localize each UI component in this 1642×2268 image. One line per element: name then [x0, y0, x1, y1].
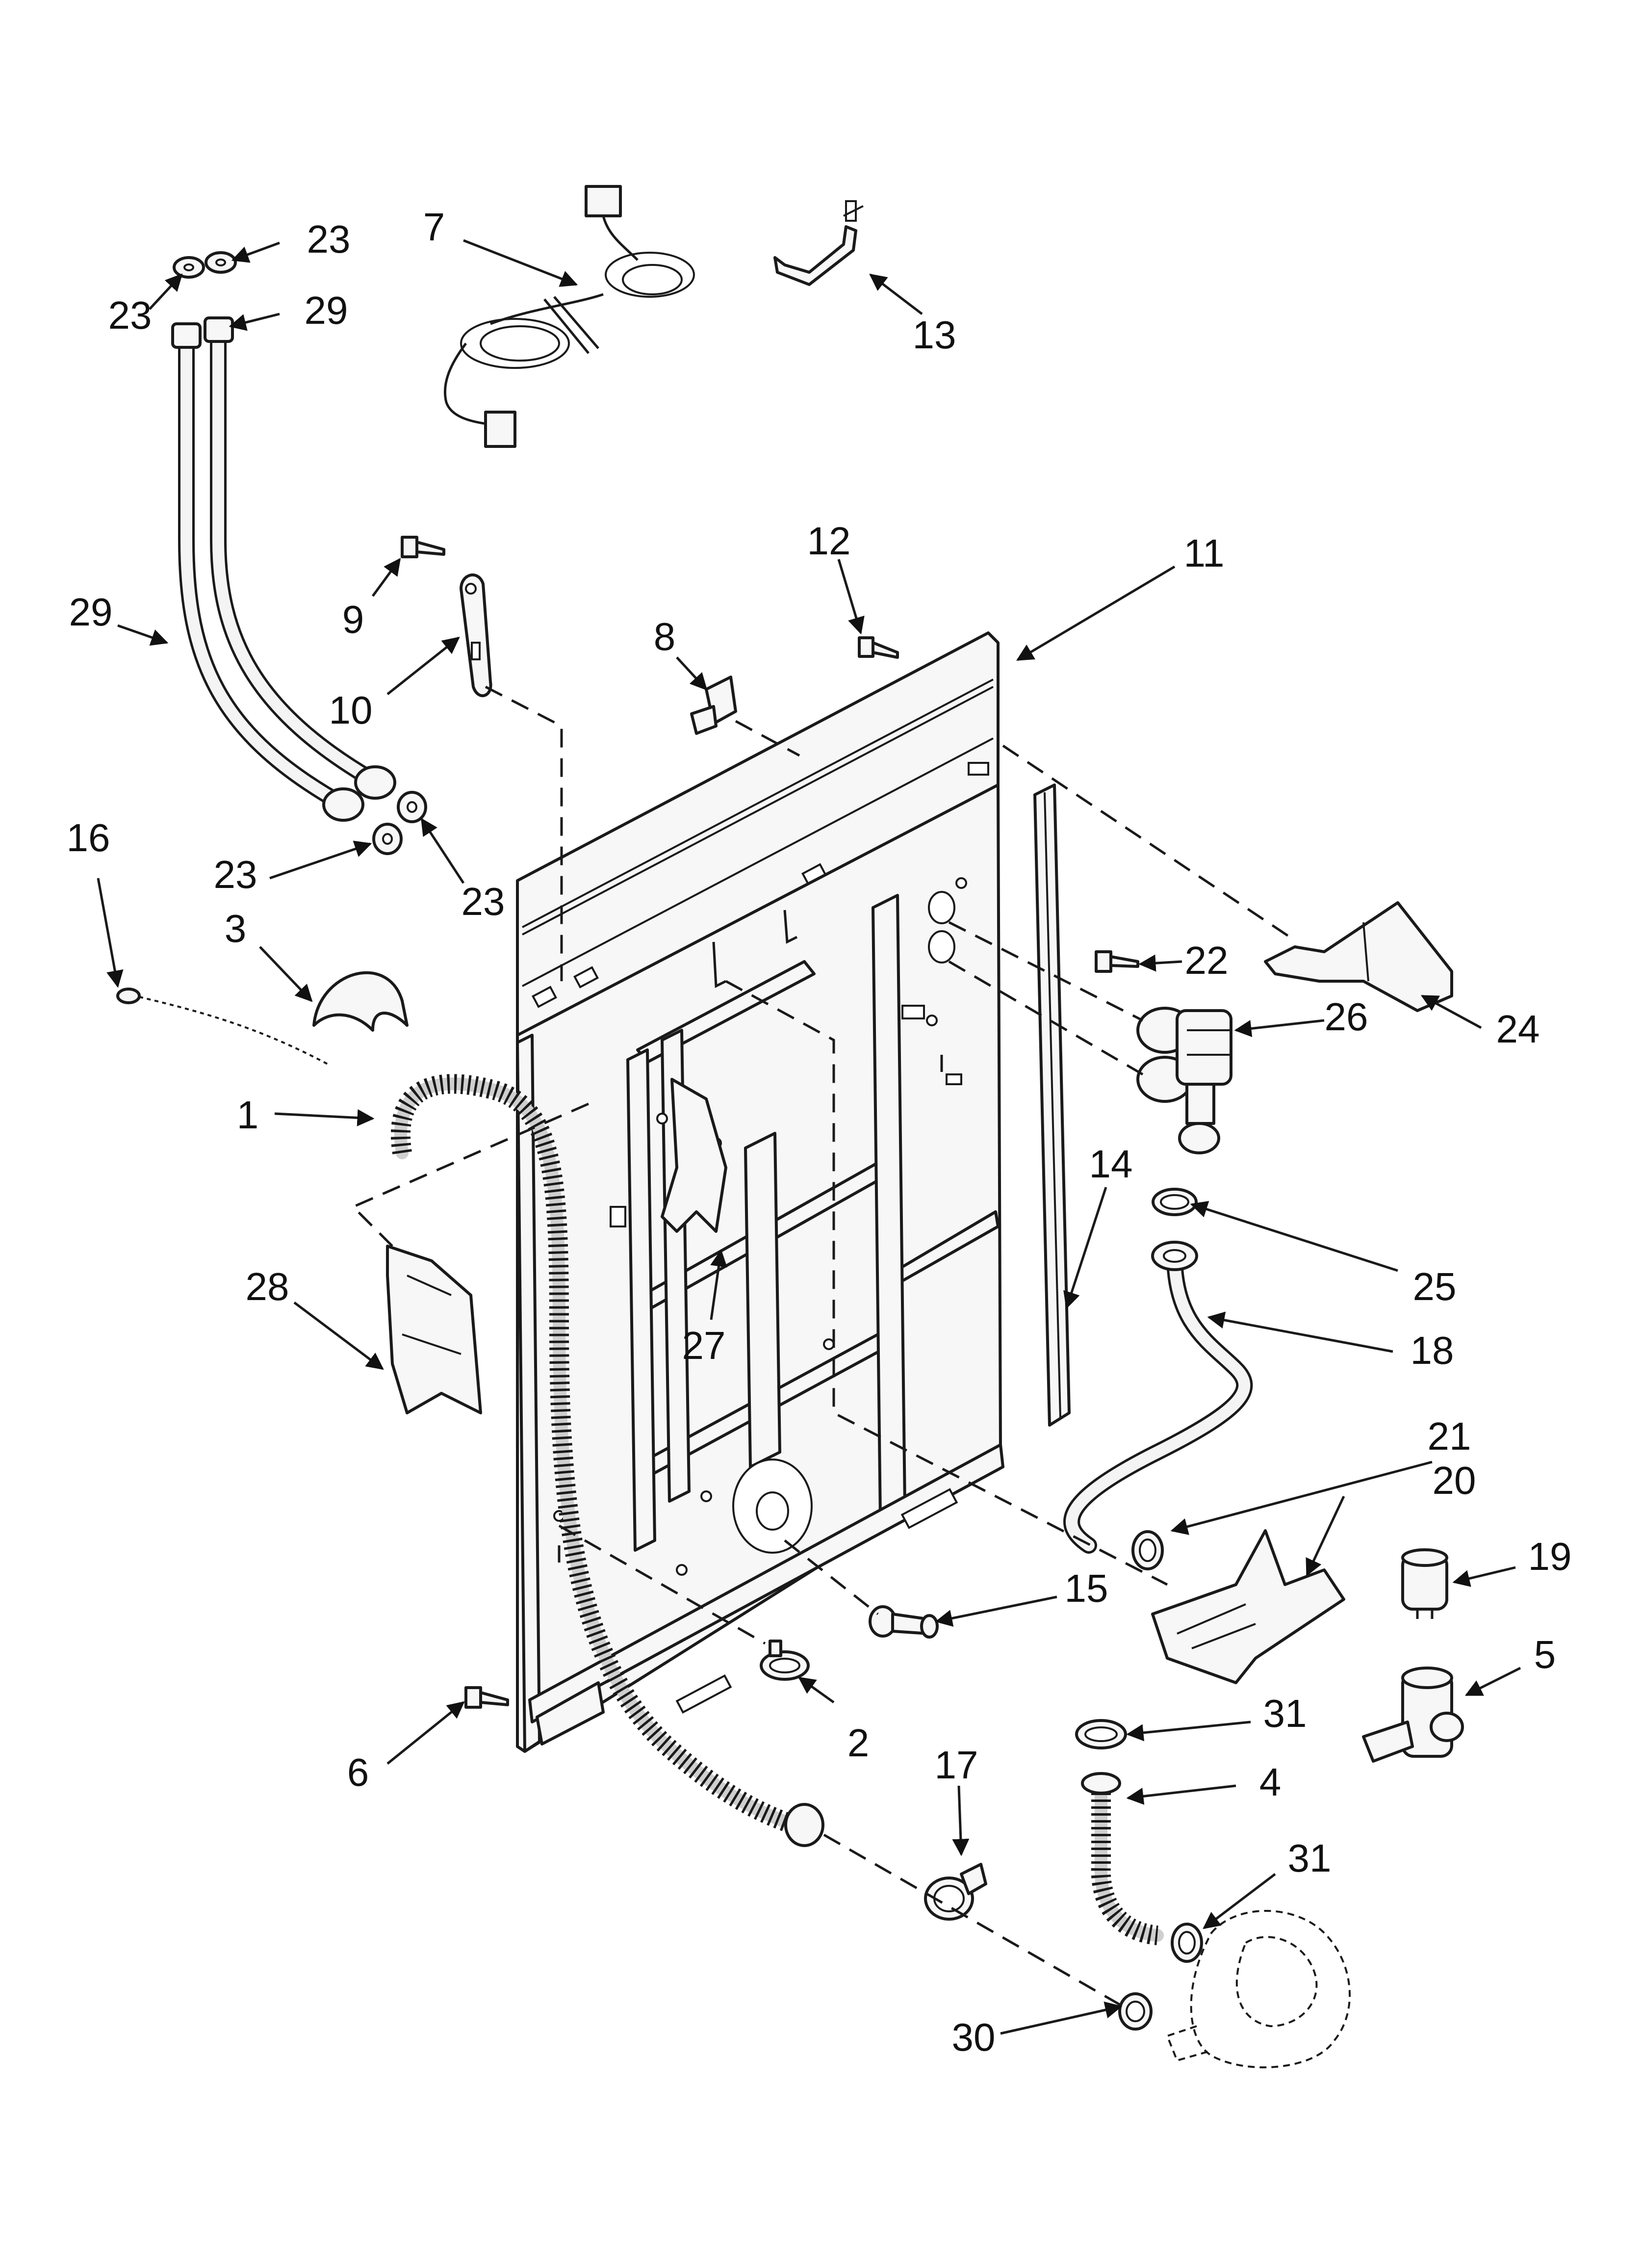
label-30: 30	[952, 2015, 996, 2059]
label-9: 9	[342, 598, 364, 641]
part-7-power-cord	[443, 185, 695, 448]
part-5-drain-pump	[1362, 1667, 1464, 1763]
label-7: 7	[423, 205, 445, 249]
part-25-clamp	[1152, 1188, 1198, 1216]
label-11: 11	[1183, 531, 1224, 575]
part-14-side-strip	[1033, 783, 1071, 1427]
callout-arrows	[97, 239, 1521, 2035]
part-26-water-valve	[1136, 1007, 1232, 1154]
label-28: 28	[246, 1265, 289, 1308]
part-18-fill-hose	[1063, 1241, 1253, 1554]
label-23-mid-right: 23	[462, 880, 505, 923]
label-31-upper: 31	[1263, 1692, 1307, 1735]
assembly-guide-lines	[351, 685, 1291, 2008]
part-9-screw	[401, 536, 445, 558]
part-22-screw	[1095, 950, 1139, 973]
pump-reference-outline	[1166, 1910, 1351, 2068]
callout-labels: 1 2 3 4 5 6 7 8 9 10 11 12 13 14 15 16 1…	[67, 205, 1572, 2059]
label-23-mid-left: 23	[214, 853, 257, 896]
part-10-strap	[460, 573, 492, 698]
label-14: 14	[1089, 1142, 1133, 1186]
label-16: 16	[67, 816, 110, 860]
label-20: 20	[1433, 1459, 1476, 1502]
label-29-top: 29	[305, 288, 348, 332]
part-6-screw	[464, 1686, 509, 1709]
label-3: 3	[225, 907, 247, 950]
label-25: 25	[1413, 1265, 1457, 1308]
part-12-screw	[858, 636, 899, 659]
part-24-bracket	[1264, 901, 1453, 1012]
part-2-clamp	[760, 1640, 810, 1681]
part-23-washers	[173, 251, 427, 855]
label-10: 10	[329, 688, 373, 732]
part-30-clamp	[1118, 1992, 1153, 2031]
label-2: 2	[847, 1721, 870, 1765]
label-8: 8	[654, 615, 676, 658]
label-18: 18	[1411, 1329, 1454, 1372]
label-31-lower: 31	[1288, 1836, 1332, 1880]
label-21: 21	[1428, 1414, 1471, 1458]
label-19: 19	[1528, 1535, 1572, 1578]
part-20-housing	[1151, 1529, 1345, 1684]
label-23-top-left: 23	[108, 293, 152, 337]
part-29-inlet-hoses	[171, 316, 396, 822]
part-13-bracket	[773, 200, 864, 286]
rear-panel	[516, 631, 1004, 1753]
part-27-bracket	[661, 1078, 727, 1233]
part-3-hose-clamp	[312, 971, 409, 1032]
label-29-left: 29	[69, 590, 113, 634]
part-17-clamp	[924, 1863, 987, 1921]
part-8-clip	[690, 676, 737, 735]
label-6: 6	[347, 1750, 369, 1794]
label-5: 5	[1534, 1633, 1556, 1676]
label-12: 12	[807, 519, 851, 563]
label-24: 24	[1496, 1007, 1540, 1051]
part-21-clamp	[1131, 1530, 1164, 1570]
label-15: 15	[1065, 1566, 1108, 1610]
label-17: 17	[935, 1743, 978, 1787]
part-15-plug	[869, 1605, 939, 1639]
label-26: 26	[1325, 995, 1368, 1039]
part-4-pump-hose	[1081, 1772, 1164, 1945]
part-1-drain-hose	[390, 1074, 824, 1847]
label-22: 22	[1185, 938, 1229, 982]
label-23-top-right: 23	[307, 217, 351, 261]
label-27: 27	[682, 1324, 726, 1367]
label-1: 1	[237, 1093, 259, 1137]
label-4: 4	[1259, 1760, 1282, 1804]
part-31-clamp-lower	[1171, 1923, 1203, 1963]
label-13: 13	[913, 313, 956, 357]
part-19-capacitor	[1401, 1548, 1448, 1619]
part-31-clamp-upper	[1075, 1719, 1127, 1749]
part-28-cover	[386, 1245, 482, 1414]
part-16-tie-strap	[116, 988, 329, 1066]
